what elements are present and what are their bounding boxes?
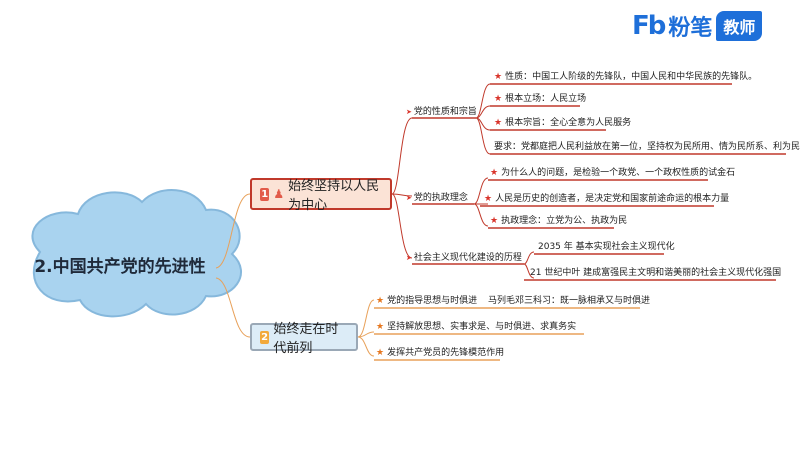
connector-branch1-sub3 [391,193,413,259]
leaf-text: 为什么人的问题，是检验一个政党、一个政权性质的试金石 [501,168,736,178]
leaf-note-text: 马列毛邓三科习：既一脉相承又与时俱进 [488,296,651,306]
central-topic: 2.中国共产党的先进性 [34,257,206,277]
connector-central-branch-2 [215,277,251,338]
logo-badge: 教师 [716,11,763,41]
leaf-text: 执政理念：立党为公、执政为民 [501,216,628,226]
leaf-node: 要求：党都庭把人民利益放在第一位，坚持权为民所用、情为民所系、利为民所谋 [494,141,800,153]
leaf-node: 21 世纪中叶 建成富强民主文明和谐美丽的社会主义现代化强国 [530,267,781,279]
leaf-note: 马列毛邓三科习：既一脉相承又与时俱进 [488,295,650,307]
leaf-text: 性质：中国工人阶级的先锋队，中国人民和中华民族的先锋队。 [505,72,758,82]
leaf-node: ★性质：中国工人阶级的先锋队，中国人民和中华民族的先锋队。 [494,71,757,83]
branch-1-node: 1 ♟ 始终坚持以人民为中心 [250,178,392,213]
connector-sub3-leaf2 [523,263,535,279]
leaf-text: 根本立场：人民立场 [505,94,587,104]
leaf-node: 2035 年 基本实现社会主义现代化 [538,241,675,253]
connector-sub2-leaf3 [473,203,489,227]
connector-branch2-sub1 [357,299,375,338]
arrow-icon: ➤ [406,108,412,116]
star-icon: ★ [376,322,385,332]
branch-1-title: 始终坚持以人民为中心 [288,179,380,213]
person-icon: ♟ [273,187,285,201]
leaf-node: ★人民是历史的创造者，是决定党和国家前途命运的根本力量 [484,193,729,205]
leaf-text: 21 世纪中叶 建成富强民主文明和谐美丽的社会主义现代化强国 [530,268,782,278]
leaf-text: 2035 年 基本实现社会主义现代化 [538,242,675,252]
central-cloud [31,189,242,318]
leaf-text: 坚持解放思想、实事求是、与时俱进、求真务实 [387,322,577,332]
star-icon: ★ [494,72,503,82]
leaf-text: 党的指导思想与时俱进 [387,296,478,306]
star-icon: ★ [490,168,499,178]
leaf-text: 根本宗旨：全心全意为人民服务 [505,118,632,128]
leaf-text: 人民是历史的创造者，是决定党和国家前途命运的根本力量 [495,194,730,204]
branch-2-title: 始终走在时代前列 [273,322,339,356]
logo-brand: 粉笔 [668,16,713,41]
branch-2-node: 2 始终走在时代前列 [250,322,358,356]
connector-branch1-sub1 [391,117,413,195]
connector-sub2-leaf1 [473,177,489,205]
connector-sub1-leaf2 [475,105,491,119]
logo-mark: Fb [632,11,666,41]
fenbi-logo: Fb 粉笔 教师 [632,8,763,44]
priority-2-icon: 2 [260,330,270,344]
sub-topic-label: 党的执政理念 [413,193,468,203]
connector-sub1-leaf1 [475,83,491,119]
star-icon: ★ [494,94,503,104]
sub-topic: ➤党的性质和宗旨 [406,106,477,118]
connector-branch1-sub2 [391,193,413,197]
leaf-node: ★执政理念：立党为公、执政为民 [490,215,627,227]
arrow-icon: ➤ [406,194,412,202]
connector-branch2-sub3 [357,336,375,357]
connector-sub3-leaf1 [523,251,535,265]
leaf-node: ★为什么人的问题，是检验一个政党、一个政权性质的试金石 [490,167,735,179]
sub-topic: ➤社会主义现代化建设的历程 [406,252,522,264]
leaf-node: ★坚持解放思想、实事求是、与时俱进、求真务实 [376,321,576,333]
leaf-node: ★根本宗旨：全心全意为人民服务 [494,117,631,129]
star-icon: ★ [376,348,385,358]
star-icon: ★ [376,296,385,306]
leaf-node: ★发挥共产党员的先锋模范作用 [376,347,504,359]
arrow-icon: ➤ [406,254,412,262]
priority-1-icon: 1 [260,187,270,201]
sub-topic-label: 党的性质和宗旨 [413,107,477,117]
connector-sub1-leaf4 [475,117,491,155]
star-icon: ★ [490,216,499,226]
leaf-node: ★党的指导思想与时俱进 [376,295,477,307]
sub-topic-label: 社会主义现代化建设的历程 [413,253,522,263]
leaf-text: 要求：党都庭把人民利益放在第一位，坚持权为民所用、情为民所系、利为民所谋 [494,142,800,152]
leaf-text: 发挥共产党员的先锋模范作用 [387,348,505,358]
sub-topic: ➤党的执政理念 [406,192,468,204]
leaf-node: ★根本立场：人民立场 [494,93,586,105]
connector-central-branch-1 [215,193,251,269]
star-icon: ★ [494,118,503,128]
star-icon: ★ [484,194,493,204]
